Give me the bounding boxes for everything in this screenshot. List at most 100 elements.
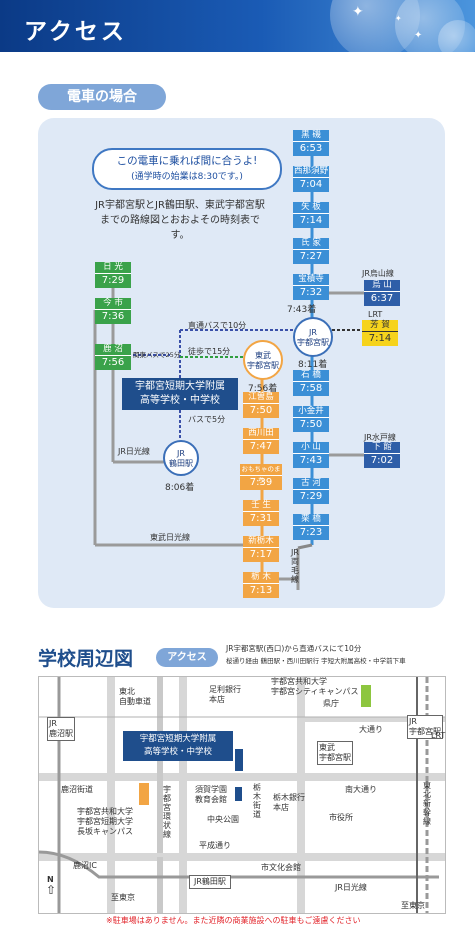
nagasaka-campus-label: 宇都宮共和大学 宇都宮短期大学 長坂キャンパス [77, 807, 133, 836]
map-note-2: 桜通り経由 鶴田駅・西川田駅行 宇短大附属高校・中学前下車 [226, 657, 406, 665]
sparkle-icon: ✦ [352, 4, 364, 20]
page-header: ✦ ✦ ✦ アクセス [0, 0, 475, 52]
kencho-label: 県庁 [323, 699, 339, 708]
jr-nikko-line-label: JR日光線 [118, 447, 150, 456]
speech-bubble: この電車に乗れば間に合うよ! (通学時の始業は8:30です。) [92, 148, 282, 190]
jr-tsuruta-map-label: JR鶴田駅 [189, 875, 231, 889]
kanuma-ic-label: 鹿沼IC [73, 861, 97, 870]
kyowa-city-campus-label: 宇都宮共和大学 宇都宮シティキャンパス [271, 677, 359, 696]
station-name: 芳 賀 [362, 320, 398, 332]
station-time: 7:14 [368, 333, 392, 344]
tobu-nikko-line-label: 東武日光線 [150, 533, 190, 542]
road [107, 677, 115, 913]
station-name: 栗 橋 [293, 514, 329, 526]
station-name: 今 市 [95, 298, 131, 310]
station-name: 江曽島 [243, 392, 279, 404]
speech-line2: (通学時の始業は8:30です。) [131, 172, 243, 182]
station-name: 小 山 [293, 442, 329, 454]
jr-tsuruta-station-circle: JR 鶴田駅 [163, 440, 199, 476]
kyowa-city-campus-marker [361, 685, 371, 707]
tobu-utsunomiya-station-circle: 東武 宇都宮駅 [243, 340, 283, 380]
tochigi-bank-label: 栃木銀行 本店 [273, 793, 305, 812]
station-name: 鹿 沼 [95, 344, 131, 356]
chuo-park-label: 中央公園 [207, 815, 239, 824]
bus5-label: バスで5分 [188, 415, 226, 424]
station-name: 黒 磯 [293, 130, 329, 142]
station-name: 烏 山 [364, 280, 400, 292]
ashikaga-bank-label: 足利銀行 本店 [209, 685, 241, 704]
to-tokyo-label-2: 至東京 [401, 901, 425, 910]
jr-mito-line-label: JR水戸線 [364, 433, 396, 442]
station-time: 6:37 [370, 293, 394, 304]
station-name: 下 館 [364, 442, 400, 454]
station-time: 7:43 [299, 455, 323, 466]
station-time: 7:23 [299, 527, 323, 538]
station-time: 7:29 [299, 491, 323, 502]
station-name: 新栃木 [243, 536, 279, 548]
road [39, 773, 445, 781]
direct-bus-label: 直通バスで10分 [188, 321, 247, 330]
tohoku-shinkansen-label: 東北新幹線 [423, 781, 431, 826]
heisei-label: 平成通り [199, 841, 231, 850]
tobu-arrival: 7:56着 [248, 384, 278, 394]
odori-road [304, 717, 445, 722]
station-name: 石 橋 [293, 370, 329, 382]
station-time: 7:02 [370, 455, 394, 466]
speech-line1: この電車に乗れば間に合うよ! [116, 155, 258, 167]
road [179, 677, 187, 913]
station-name: 古 河 [293, 478, 329, 490]
station-time: 7:58 [299, 383, 323, 394]
lrt-label: LRT [368, 310, 383, 319]
school-map-box: 宇都宮短期大学附属 高等学校・中学校 [123, 731, 233, 761]
station-time: 7:50 [249, 405, 273, 416]
route-description: JR宇都宮駅とJR鶴田駅、東武宇都宮駅までの路線図とおおよその時刻表です。 [95, 200, 265, 241]
map-access-pill: アクセス [156, 648, 218, 667]
bubble-decoration [395, 0, 465, 52]
tohoku-expressway-label: 東北 自動車道 [119, 687, 151, 706]
nagasaka-campus-marker [139, 783, 149, 805]
station-time: 7:29 [101, 275, 125, 286]
jr-utsunomiya-arrival2: 8:11着 [298, 360, 328, 370]
jr-kanuma-map-label: JR 鹿沼駅 [47, 717, 75, 741]
bubble-decoration [330, 0, 420, 52]
map-section-title: 学校周辺図 [38, 648, 134, 670]
station-time: 7:50 [299, 419, 323, 430]
jr-karasuyama-line-label: JR烏山線 [362, 269, 394, 278]
station-name: 西川田 [243, 428, 279, 440]
station-time: 7:14 [299, 215, 323, 226]
walk-label: 徒歩で15分 [188, 347, 231, 356]
station-time: 7:36 [101, 311, 125, 322]
tobu-utsunomiya-map-label: 東武 宇都宮駅 [317, 741, 353, 765]
station-time: 7:47 [249, 441, 273, 452]
jr-nikko-map-label: JR日光線 [335, 883, 367, 892]
school-map-marker [235, 749, 243, 771]
suga-label: 須賀学園 教育会館 [195, 785, 227, 804]
station-name: 宝積寺 [293, 274, 329, 286]
sparkle-icon: ✦ [414, 30, 423, 41]
north-indicator: N [47, 875, 54, 884]
map-note-1: JR宇都宮駅(西口)から直通バスにて10分 [226, 644, 362, 653]
jr-utsunomiya-station-circle: JR 宇都宮駅 [293, 317, 333, 357]
bubble-decoration [438, 20, 475, 52]
road [39, 853, 445, 861]
page-title: アクセス [24, 19, 127, 45]
station-time: 7:17 [249, 549, 273, 560]
school-box: 宇都宮短期大学附属 高等学校・中学校 [122, 378, 238, 410]
jr-utsunomiya-arrival: 7:43着 [287, 305, 317, 315]
station-time: 7:04 [299, 179, 323, 190]
lrt-map-label: LRT [431, 731, 446, 740]
station-time: 6:53 [299, 143, 323, 154]
heisei-road [109, 853, 309, 857]
